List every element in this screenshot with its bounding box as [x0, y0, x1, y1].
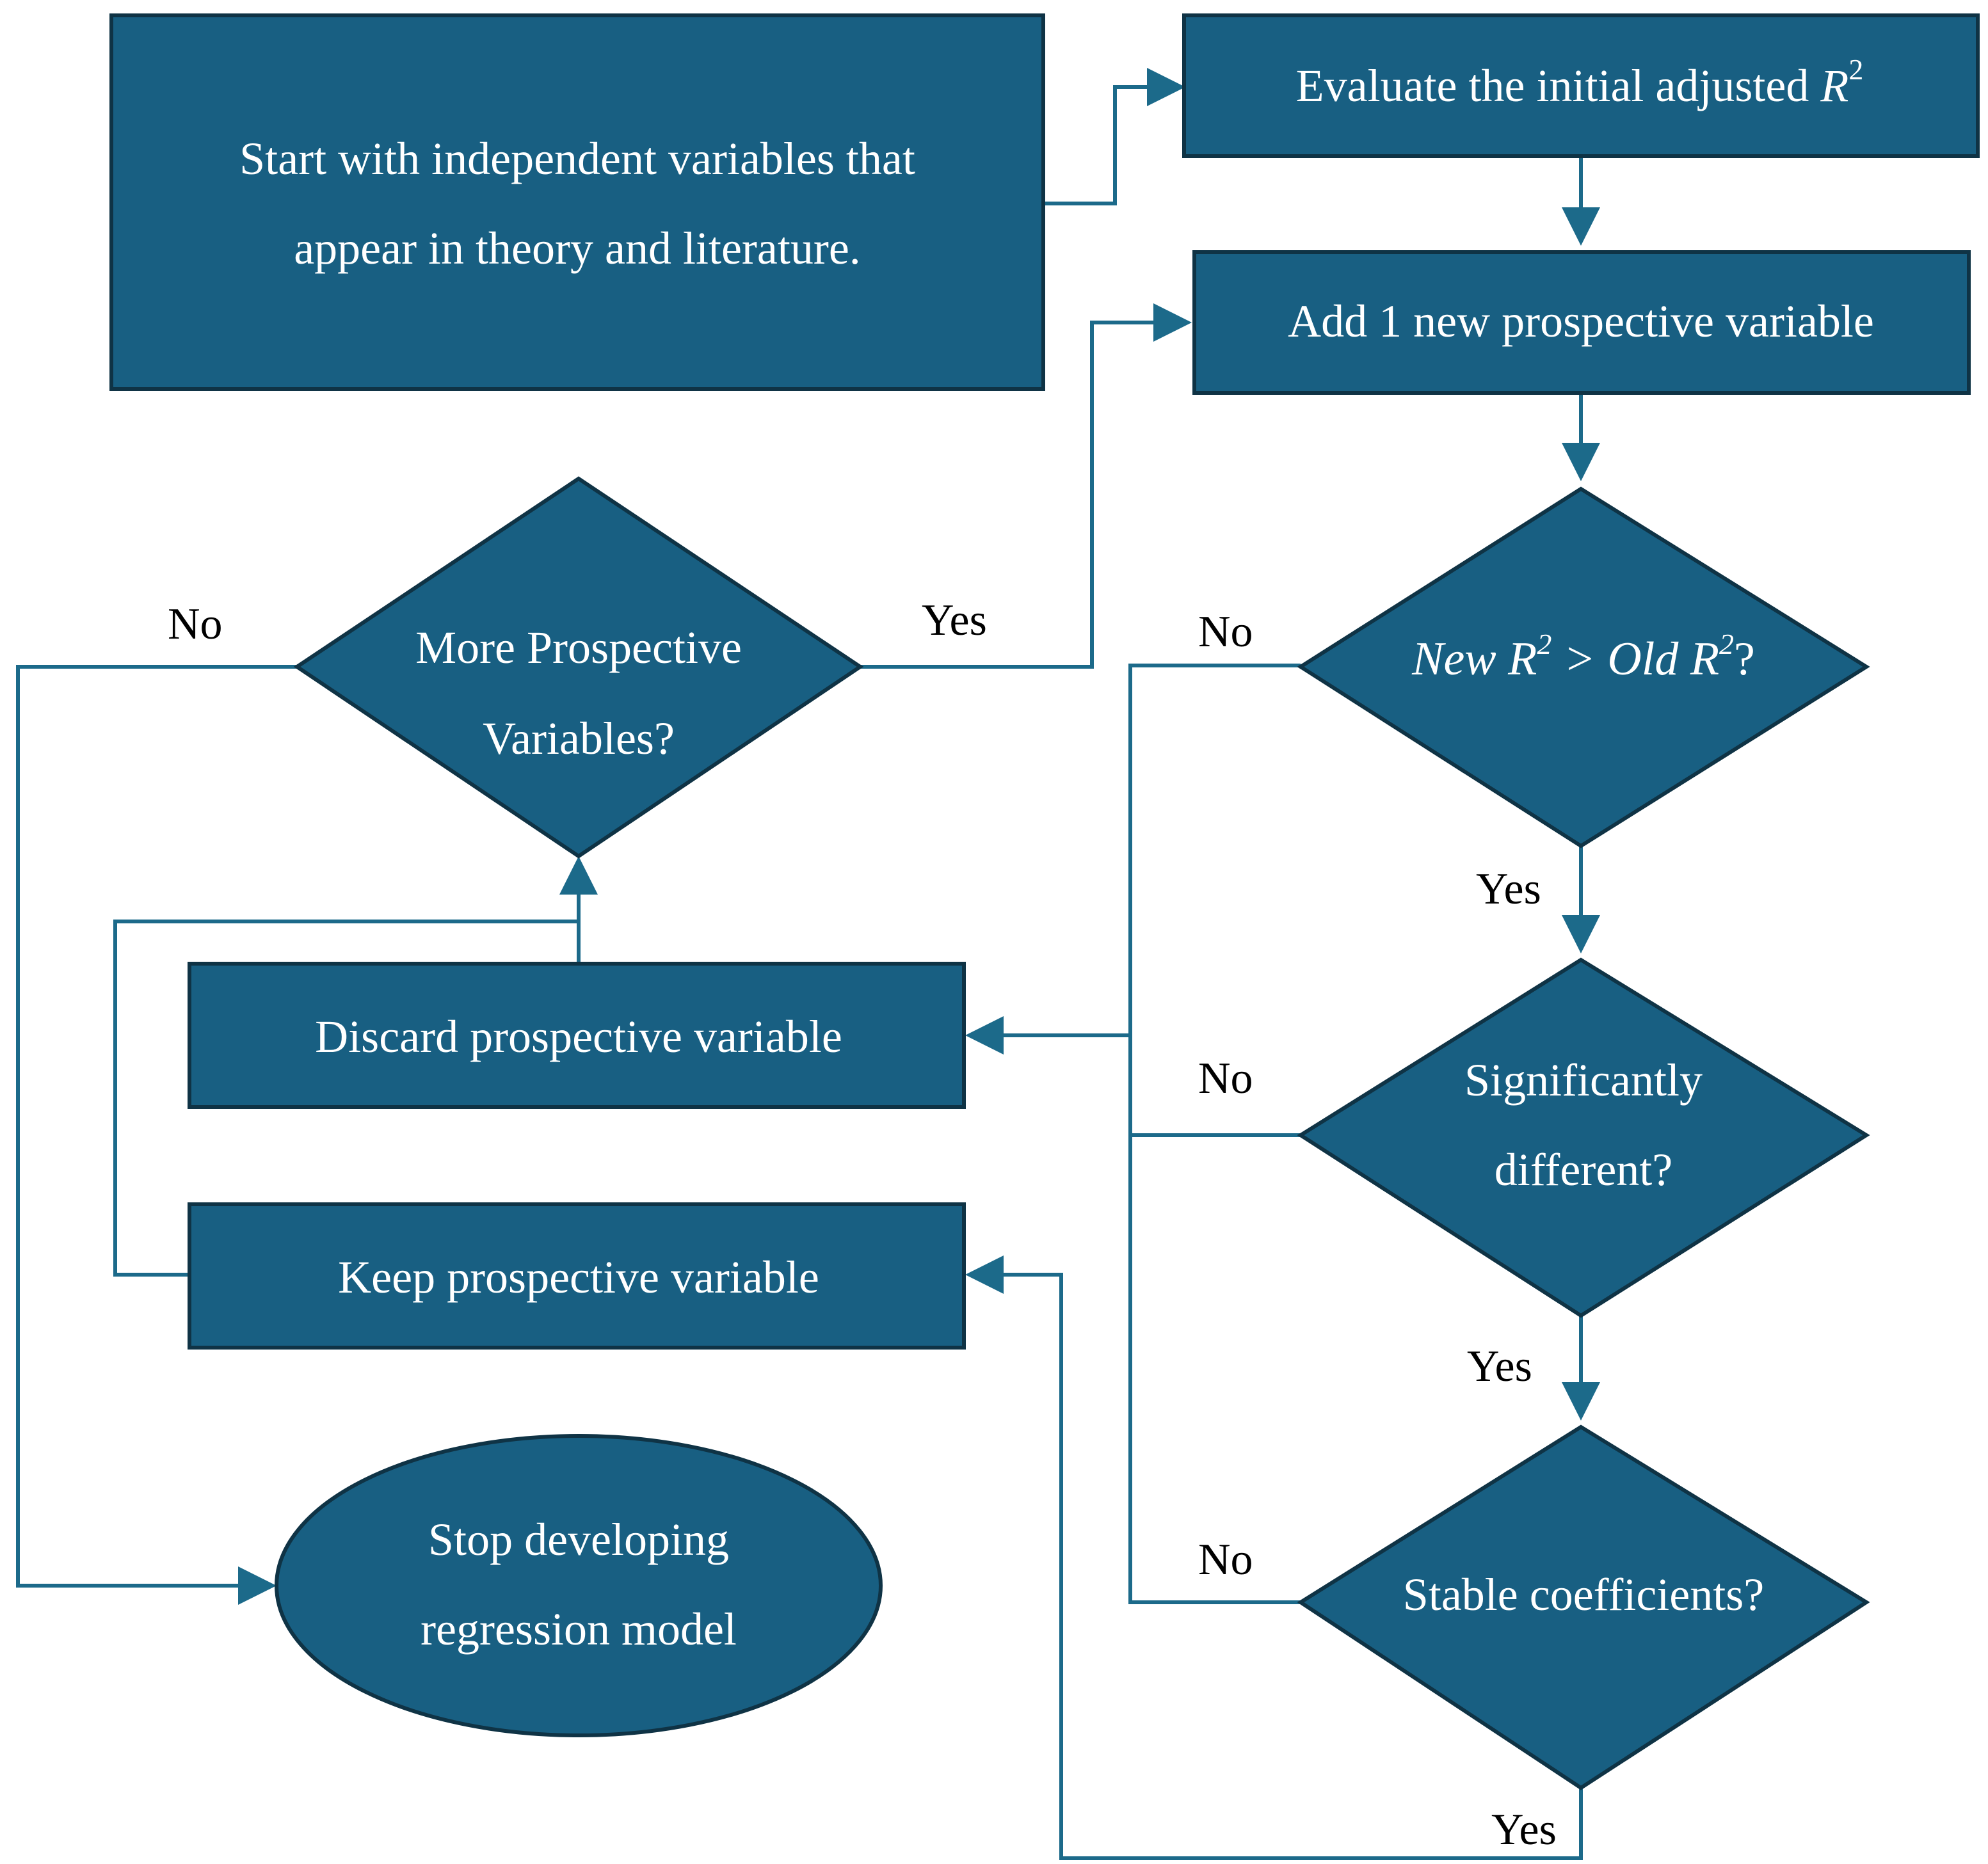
- r2-new: New R: [1411, 633, 1537, 685]
- more-vars-diamond: More Prospective Variables?: [293, 476, 864, 859]
- add-variable-label: Add 1 new prospective variable: [1288, 296, 1874, 347]
- label-stable-yes: Yes: [1491, 1805, 1557, 1854]
- label-stable-no: No: [1198, 1535, 1253, 1584]
- evaluate-label: Evaluate the initial adjusted R2: [1296, 53, 1864, 111]
- label-r2-yes: Yes: [1476, 864, 1541, 914]
- r2-check-label: New R2 > Old R2?: [1411, 628, 1755, 685]
- stop-line2: regression model: [421, 1604, 737, 1655]
- edge-more-yes: [860, 303, 1192, 669]
- more-vars-line2: Variables?: [483, 713, 675, 764]
- label-more-yes: Yes: [922, 596, 987, 645]
- start-line2: appear in theory and literature.: [294, 223, 861, 274]
- evaluate-exp: 2: [1848, 53, 1863, 86]
- r2-new-exp: 2: [1537, 628, 1551, 660]
- edge-keep-to-more: [113, 920, 579, 1277]
- evaluate-var: R: [1820, 60, 1848, 111]
- keep-label: Keep prospective variable: [338, 1252, 819, 1303]
- evaluate-text: Evaluate the initial adjusted: [1296, 60, 1821, 111]
- r2-gt: >: [1551, 633, 1607, 685]
- edge-labels: No Yes No Yes No Yes No Yes: [168, 596, 1557, 1854]
- edge-more-no: [16, 665, 297, 1605]
- stable-label: Stable coefficients?: [1403, 1569, 1764, 1620]
- label-more-no: No: [168, 600, 223, 649]
- stop-ellipse: Stop developing regression model: [275, 1434, 883, 1737]
- edge-start-to-evaluate: [1045, 68, 1185, 205]
- edge-stable-yes: [965, 1255, 1583, 1860]
- edges: [16, 68, 1600, 1860]
- keep-box: Keep prospective variable: [188, 1202, 966, 1350]
- r2-old-exp: 2: [1719, 628, 1734, 660]
- discard-label: Discard prospective variable: [315, 1011, 842, 1062]
- r2-check-diamond: New R2 > Old R2?: [1297, 486, 1870, 848]
- add-variable-box: Add 1 new prospective variable: [1192, 250, 1971, 395]
- r2-old: Old R: [1607, 633, 1719, 685]
- significant-line1: Significantly: [1464, 1055, 1703, 1106]
- discard-box: Discard prospective variable: [188, 962, 966, 1109]
- stable-diamond: Stable coefficients?: [1297, 1424, 1870, 1790]
- r2-q: ?: [1734, 633, 1755, 685]
- label-r2-no: No: [1198, 607, 1253, 657]
- stop-line1: Stop developing: [428, 1514, 729, 1565]
- evaluate-box: Evaluate the initial adjusted R2: [1182, 13, 1980, 158]
- significant-line2: different?: [1495, 1144, 1673, 1195]
- label-sig-no: No: [1198, 1054, 1253, 1103]
- label-sig-yes: Yes: [1467, 1342, 1532, 1391]
- start-box: Start with independent variables that ap…: [109, 13, 1045, 391]
- start-line1: Start with independent variables that: [239, 133, 915, 184]
- significant-diamond: Significantly different?: [1297, 957, 1870, 1318]
- more-vars-line1: More Prospective: [415, 622, 742, 673]
